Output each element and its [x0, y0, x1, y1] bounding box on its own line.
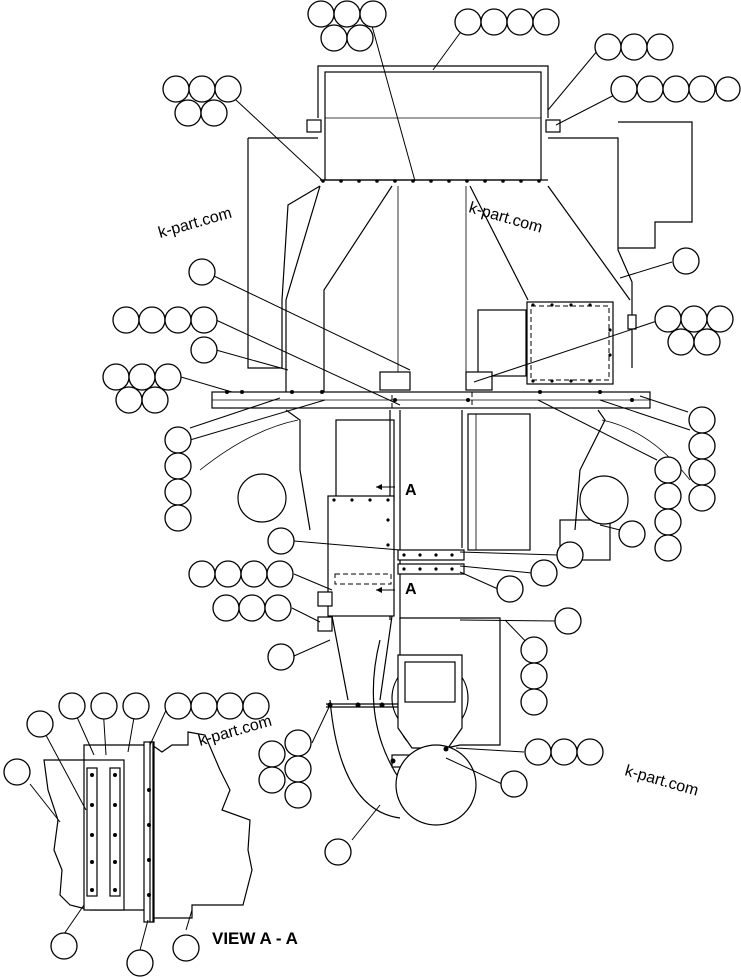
watermark-4: k-part.com: [623, 763, 700, 800]
section-cut-markers: A A: [376, 482, 417, 598]
view-a-a-detail: VIEW A - A: [43, 731, 298, 948]
section-marker-upper: A: [405, 482, 417, 499]
callout-bubbles: [3, 0, 741, 977]
main-assembly: [199, 65, 693, 826]
section-marker-lower: A: [405, 581, 417, 598]
watermark-2: k-part.com: [467, 200, 544, 237]
bolt-markers: [225, 179, 634, 764]
view-a-a-title: VIEW A - A: [212, 929, 298, 948]
leader-lines: [29, 21, 691, 951]
side-brackets: [306, 119, 637, 632]
watermark-1: k-part.com: [156, 205, 233, 242]
